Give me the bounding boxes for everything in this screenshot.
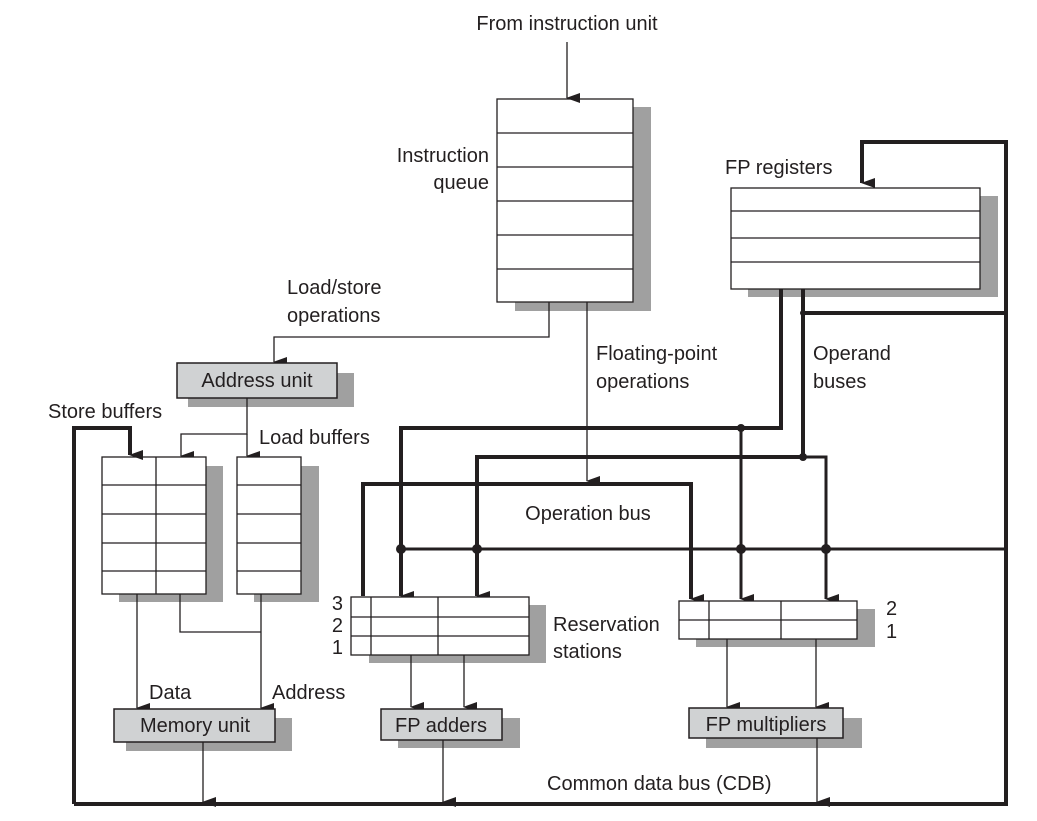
operation-bus-label: Operation bus: [525, 503, 651, 525]
common-data-bus: [74, 140, 1008, 806]
fp-operations-label-2: operations: [596, 371, 689, 393]
operand-bus-2-to-multiplier: [803, 455, 839, 604]
fp-multipliers: FP multipliers: [688, 707, 862, 748]
junction-dot: [472, 544, 482, 554]
instruction-queue: [496, 98, 651, 311]
cdb-label: Common data bus (CDB): [547, 773, 772, 795]
fp-multipliers-label: FP multipliers: [706, 714, 827, 736]
adder-station-number: 2: [332, 615, 343, 637]
fp-adders-box: [380, 708, 503, 741]
fp-adders-label: FP adders: [395, 715, 487, 737]
address-unit-label: Address unit: [201, 370, 313, 392]
instruction-queue-label-2: queue: [433, 172, 489, 194]
load-buffers-label: Load buffers: [259, 427, 370, 449]
load-store-label-2: operations: [287, 305, 380, 327]
fp-adders: FP adders: [380, 708, 520, 748]
address-unit: Address unit: [176, 362, 354, 407]
junction-dot: [396, 544, 406, 554]
adder-station-number: 3: [332, 593, 343, 615]
store-address-path: [179, 594, 261, 633]
fp-multipliers-box: [688, 707, 844, 739]
memory-unit-box: [113, 708, 276, 743]
multiplier-station-number: 2: [886, 598, 897, 620]
operand-bus-1: [399, 289, 783, 601]
reservation-stations-label-1: Reservation: [553, 614, 660, 636]
junction-dot: [800, 310, 806, 316]
fp-registers: [730, 187, 998, 297]
instruction-queue-label-1: Instruction: [397, 145, 489, 167]
load-buffers-box: [236, 456, 302, 595]
from-instruction-unit-label: From instruction unit: [476, 13, 658, 35]
address-label: Address: [272, 682, 345, 704]
fp-operations-label-1: Floating-point: [596, 343, 718, 365]
data-label: Data: [149, 682, 192, 704]
junction-dot: [736, 544, 746, 554]
fp-registers-label: FP registers: [725, 157, 832, 179]
operand-bus-2: [475, 289, 805, 601]
operation-bus: [361, 482, 704, 604]
operand-buses-label-2: buses: [813, 371, 866, 393]
operand-buses-label-1: Operand: [813, 343, 891, 365]
address-to-store-buffer-path: [180, 398, 248, 461]
adder-station-number: 1: [332, 637, 343, 659]
multiplier-station-number: 1: [886, 621, 897, 643]
memory-unit: Memory unit: [113, 708, 292, 751]
load-buffers: [236, 456, 319, 602]
load-store-path: [273, 302, 550, 367]
junction-dot: [821, 544, 831, 554]
multiplier-reservation-stations: [678, 600, 875, 647]
junction-dot: [799, 453, 807, 461]
adder-reservation-box: [350, 596, 530, 656]
cdb-to-store-buffers: [72, 426, 143, 804]
reservation-stations-label-2: stations: [553, 641, 622, 663]
store-buffers: [101, 456, 223, 602]
adder-reservation-stations: [350, 596, 546, 663]
junction-dot: [737, 424, 745, 432]
load-store-label-1: Load/store: [287, 277, 382, 299]
memory-unit-label: Memory unit: [140, 715, 250, 737]
store-buffers-box: [101, 456, 207, 595]
store-buffers-label: Store buffers: [48, 401, 162, 423]
address-unit-box: [176, 362, 338, 399]
